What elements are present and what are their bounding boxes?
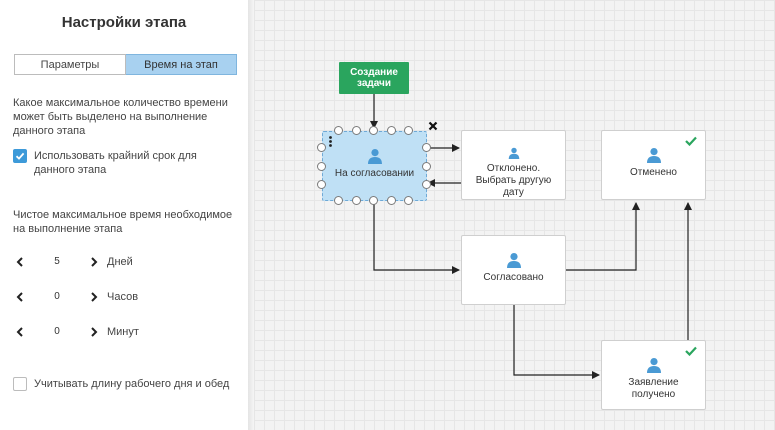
working-day-label: Учитывать длину рабочего дня и обед [34, 378, 230, 390]
resize-handle[interactable] [387, 126, 396, 135]
resize-handle[interactable] [404, 126, 413, 135]
connector-approval-to-approved [373, 200, 460, 274]
connector-approved-to-cancelled [566, 202, 640, 271]
node-approved[interactable]: Согласовано [461, 235, 566, 305]
resize-handle[interactable] [317, 180, 326, 189]
net-time-description: Чистое максимальное время необходимое на… [13, 209, 233, 235]
use-deadline-row[interactable]: Использовать крайний срок для данного эт… [13, 149, 204, 177]
check-mark-icon [685, 136, 697, 146]
node-received-label: Заявление получено [628, 377, 679, 400]
resize-handle[interactable] [317, 162, 326, 171]
chevron-left-icon [16, 292, 23, 302]
resize-handle[interactable] [387, 196, 396, 205]
working-day-checkbox[interactable] [13, 377, 27, 391]
check-mark-icon [685, 346, 697, 356]
chevron-left-icon [16, 327, 23, 337]
use-deadline-label: Использовать крайний срок для данного эт… [34, 150, 197, 176]
user-icon [506, 253, 521, 268]
resize-handle[interactable] [422, 180, 431, 189]
user-icon [646, 148, 661, 163]
user-icon [646, 358, 661, 373]
node-approval[interactable]: На согласовании [322, 131, 427, 201]
panel-divider[interactable] [248, 0, 254, 430]
use-deadline-checkbox[interactable] [13, 149, 27, 163]
days-input[interactable]: 5 [54, 256, 60, 267]
hours-decrement-button[interactable] [13, 288, 27, 306]
tab-bar: Параметры Время на этап [14, 54, 237, 75]
resize-handle[interactable] [352, 196, 361, 205]
panel-title: Настройки этапа [61, 14, 187, 31]
stage-settings-panel: Настройки этапа Параметры Время на этап … [0, 0, 248, 430]
hours-stepper: 0 Часов [13, 288, 138, 306]
node-rejected[interactable]: Отклонено. Выбрать другую дату [461, 130, 566, 200]
checkbox-check-icon [15, 152, 25, 160]
node-approval-label: На согласовании [334, 168, 415, 179]
minutes-stepper: 0 Минут [13, 323, 139, 341]
days-stepper: 5 Дней [13, 253, 133, 271]
minutes-increment-button[interactable] [87, 323, 101, 341]
working-day-row[interactable]: Учитывать длину рабочего дня и обед [13, 377, 254, 391]
start-create-task-trigger[interactable]: Создание задачи [339, 62, 409, 94]
chevron-right-icon [91, 292, 98, 302]
minutes-unit-label: Минут [107, 326, 139, 338]
days-unit-label: Дней [107, 256, 133, 268]
chevron-left-icon [16, 257, 23, 267]
resize-handle[interactable] [369, 126, 378, 135]
days-decrement-button[interactable] [13, 253, 27, 271]
minutes-decrement-button[interactable] [13, 323, 27, 341]
connector-approved-to-received [513, 305, 600, 379]
close-icon[interactable] [428, 121, 438, 131]
tab-stage-time[interactable]: Время на этап [126, 54, 237, 75]
hours-input[interactable]: 0 [54, 291, 60, 302]
user-icon [367, 149, 382, 164]
time-description: Какое максимальное количество времени мо… [13, 97, 228, 137]
resize-handle[interactable] [422, 143, 431, 152]
hours-unit-label: Часов [107, 291, 139, 303]
minutes-input[interactable]: 0 [54, 326, 60, 337]
user-icon [508, 147, 519, 159]
days-increment-button[interactable] [87, 253, 101, 271]
chevron-right-icon [91, 257, 98, 267]
resize-handle[interactable] [352, 126, 361, 135]
node-cancelled-label: Отменено [630, 167, 677, 178]
node-cancelled[interactable]: Отменено [601, 130, 706, 200]
resize-handle[interactable] [334, 196, 343, 205]
node-received[interactable]: Заявление получено [601, 340, 706, 410]
chevron-right-icon [91, 327, 98, 337]
node-rejected-label: Отклонено. Выбрать другую дату [475, 163, 552, 198]
kebab-icon[interactable] [329, 136, 332, 147]
tab-parameters[interactable]: Параметры [14, 54, 126, 75]
resize-handle[interactable] [369, 196, 378, 205]
hours-increment-button[interactable] [87, 288, 101, 306]
node-approved-label: Согласовано [483, 272, 544, 283]
resize-handle[interactable] [317, 143, 326, 152]
resize-handle[interactable] [334, 126, 343, 135]
resize-handle[interactable] [422, 162, 431, 171]
resize-handle[interactable] [404, 196, 413, 205]
